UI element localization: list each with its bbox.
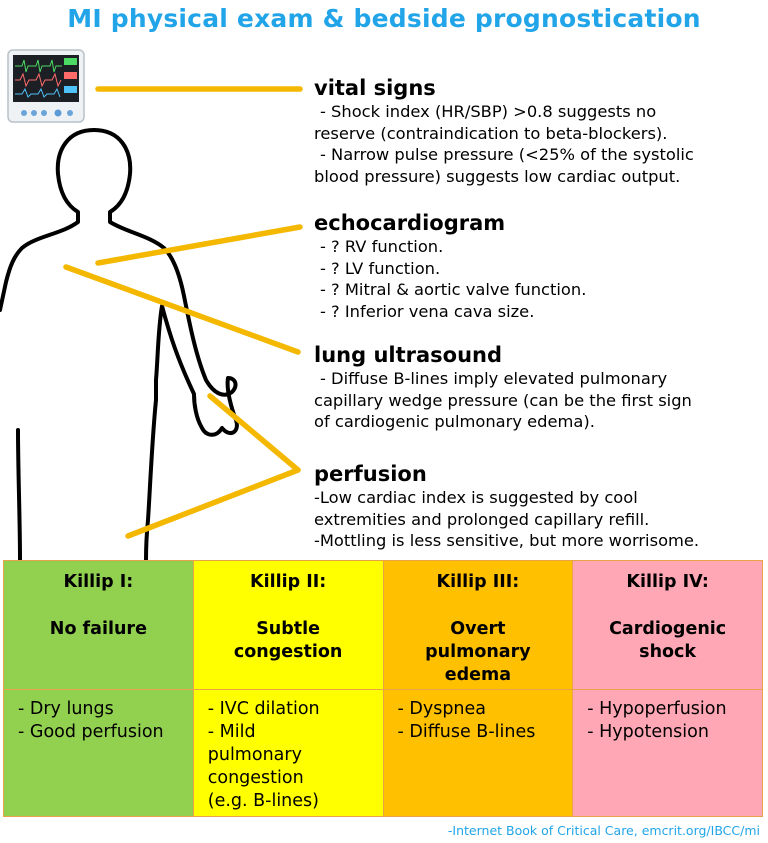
killip-signs-cell: - Dyspnea - Diffuse B-lines: [382, 689, 574, 817]
section-lung-ultrasound: lung ultrasound - Diffuse B-lines imply …: [314, 343, 754, 433]
section-heading: lung ultrasound: [314, 343, 503, 367]
killip-desc-line: No failure: [49, 619, 147, 639]
section-body: - Shock index (HR/SBP) >0.8 suggests no …: [314, 101, 754, 187]
killip-desc-line: edema: [444, 665, 512, 685]
section-body: - Diffuse B-lines imply elevated pulmona…: [314, 368, 754, 433]
section-vital-signs: vital signs - Shock index (HR/SBP) >0.8 …: [314, 76, 754, 187]
killip-class: Killip IV:: [626, 572, 709, 592]
killip-desc-line: pulmonary: [425, 642, 531, 662]
connector-lines: [63, 86, 303, 539]
killip-desc: Subtle congestion: [194, 594, 383, 664]
section-line: - ? RV function.: [320, 237, 444, 256]
killip-header-cell: Killip II: Subtle congestion: [192, 560, 384, 690]
killip-class: Killip III:: [436, 572, 520, 592]
killip-desc-line: Subtle: [256, 619, 321, 639]
source-credit: -Internet Book of Critical Care, emcrit.…: [447, 823, 760, 838]
section-body: -Low cardiac index is suggested by cool …: [314, 487, 754, 552]
section-line: - Narrow pulse pressure (<25% of the sys…: [320, 145, 694, 164]
killip-sign: - Hypoperfusion: [587, 699, 727, 719]
section-body: - ? RV function. - ? LV function. - ? Mi…: [314, 236, 754, 322]
echocardiogram-connector: [95, 224, 303, 266]
killip-desc: No failure: [4, 594, 193, 641]
killip-sign: - Mild pulmonary congestion (e.g. B-line…: [207, 722, 319, 811]
section-line: blood pressure) suggests low cardiac out…: [314, 166, 681, 186]
section-heading: vital signs: [314, 76, 436, 100]
killip-signs-cell: - IVC dilation - Mild pulmonary congesti…: [192, 689, 384, 817]
killip-header-row: Killip I: No failure Killip II: Subtle c…: [3, 560, 763, 690]
killip-sign: - Hypotension: [587, 722, 709, 742]
section-line: reserve (contraindication to beta-blocke…: [314, 123, 668, 143]
killip-sign: - Diffuse B-lines: [397, 722, 536, 742]
page-title: MI physical exam & bedside prognosticati…: [67, 4, 701, 33]
killip-header-cell: Killip IV: Cardiogenic shock: [572, 560, 763, 690]
section-line: - ? Mitral & aortic valve function.: [320, 280, 587, 299]
body-diagram: [0, 49, 303, 560]
section-line: extremities and prolonged capillary refi…: [314, 509, 650, 529]
section-heading: echocardiogram: [314, 211, 506, 235]
killip-desc-line: Cardiogenic: [609, 619, 727, 639]
killip-desc: Cardiogenic shock: [573, 594, 762, 664]
section-line: - Shock index (HR/SBP) >0.8 suggests no: [320, 102, 657, 121]
killip-signs-row: - Dry lungs - Good perfusion - IVC dilat…: [3, 689, 763, 817]
perfusion-connector-lower: [125, 467, 301, 539]
section-line: -Low cardiac index is suggested by cool: [314, 488, 638, 507]
section-line: capillary wedge pressure (can be the fir…: [314, 390, 692, 410]
killip-signs-cell: - Dry lungs - Good perfusion: [3, 689, 194, 817]
patient-monitor-icon: [7, 49, 85, 123]
section-echocardiogram: echocardiogram - ? RV function. - ? LV f…: [314, 211, 754, 322]
section-line: - ? Inferior vena cava size.: [320, 301, 535, 321]
lung-ultrasound-connector: [63, 264, 301, 355]
killip-desc-line: Overt: [450, 619, 506, 639]
killip-desc-line: shock: [639, 642, 697, 662]
killip-class: Killip I:: [63, 572, 134, 592]
killip-desc: Overt pulmonary edema: [384, 594, 573, 687]
killip-sign: - Dyspnea: [397, 699, 487, 719]
section-line: - Diffuse B-lines imply elevated pulmona…: [320, 369, 668, 388]
killip-signs-cell: - Hypoperfusion - Hypotension: [572, 689, 763, 817]
killip-desc-line: congestion: [233, 642, 343, 662]
section-perfusion: perfusion -Low cardiac index is suggeste…: [314, 462, 754, 552]
killip-header-cell: Killip III: Overt pulmonary edema: [382, 560, 574, 690]
killip-sign: - IVC dilation: [207, 699, 320, 719]
section-heading: perfusion: [314, 462, 427, 486]
killip-table: Killip I: No failure Killip II: Subtle c…: [3, 560, 763, 817]
killip-class: Killip II:: [250, 572, 327, 592]
killip-sign: - Dry lungs: [18, 699, 114, 719]
section-line: of cardiogenic pulmonary edema).: [314, 412, 595, 431]
section-line: - ? LV function.: [320, 258, 441, 278]
killip-sign: - Good perfusion: [18, 722, 164, 742]
section-line: -Mottling is less sensitive, but more wo…: [314, 531, 700, 550]
perfusion-connector-upper: [207, 393, 301, 473]
human-body-outline: [0, 128, 239, 560]
killip-header-cell: Killip I: No failure: [3, 560, 194, 690]
